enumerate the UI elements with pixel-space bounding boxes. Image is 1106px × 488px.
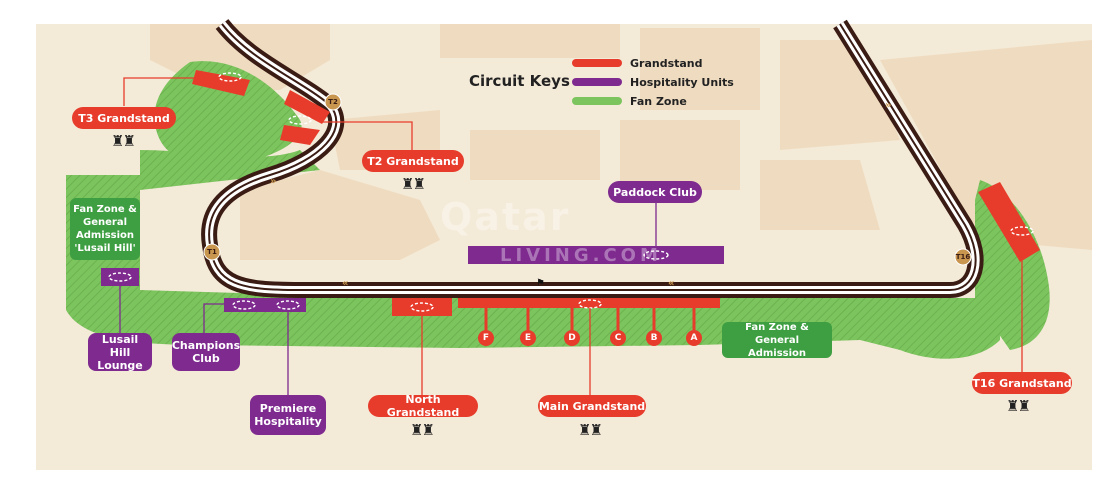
checkered-flag-icon: ⚑ — [536, 278, 545, 289]
svg-text:»: » — [270, 176, 276, 187]
gate-b[interactable]: B — [646, 330, 662, 346]
seat-icon: ♜♜ — [578, 421, 603, 439]
turn-markers — [203, 93, 972, 266]
north-grandstand-label[interactable]: North Grandstand — [368, 393, 478, 419]
legend-swatches — [572, 59, 622, 105]
legend-item-grandstand: Grandstand — [630, 57, 703, 70]
t2-grandstand-label[interactable]: T2 Grandstand — [362, 150, 464, 172]
turn-label-t16: T16 — [955, 252, 971, 261]
grandstand-blocks — [192, 70, 1040, 316]
t16-grandstand-label[interactable]: T16 Grandstand — [972, 372, 1072, 394]
legend-title: Circuit Keys — [469, 72, 570, 90]
legend-item-fanzone: Fan Zone — [630, 95, 687, 108]
gate-f[interactable]: F — [478, 330, 494, 346]
main-grandstand-label[interactable]: Main Grandstand — [538, 395, 646, 417]
fan-zones — [66, 61, 1050, 359]
turn-label-t1: T1 — [207, 247, 217, 256]
seat-icon: ♜♜ — [1006, 397, 1031, 415]
seat-icon: ♜♜ — [111, 132, 136, 150]
premiere-hospitality-label[interactable]: Premiere Hospitality — [250, 395, 326, 435]
lusail-hill-lounge-label[interactable]: Lusail Hill Lounge — [88, 333, 152, 372]
legend-item-hospitality: Hospitality Units — [630, 76, 734, 89]
fan-zone-lusail-hill-label[interactable]: Fan Zone & General Admission 'Lusail Hil… — [70, 198, 140, 260]
seat-icon: ♜♜ — [410, 421, 435, 439]
svg-text:»: » — [885, 100, 891, 111]
gate-e[interactable]: E — [520, 330, 536, 346]
svg-text:«: « — [342, 278, 348, 289]
seat-icon: ♜♜ — [401, 175, 426, 193]
gate-d[interactable]: D — [564, 330, 580, 346]
t3-grandstand-label[interactable]: T3 Grandstand — [72, 107, 176, 129]
champions-club-label[interactable]: Champions Club — [172, 333, 240, 371]
gate-c[interactable]: C — [610, 330, 626, 346]
turn-label-t2: T2 — [328, 97, 338, 106]
fan-zone-ga-label[interactable]: Fan Zone & General Admission — [722, 322, 832, 359]
svg-text:«: « — [668, 278, 674, 289]
gate-a[interactable]: A — [686, 330, 702, 346]
paddock-club-label[interactable]: Paddock Club — [608, 181, 702, 203]
